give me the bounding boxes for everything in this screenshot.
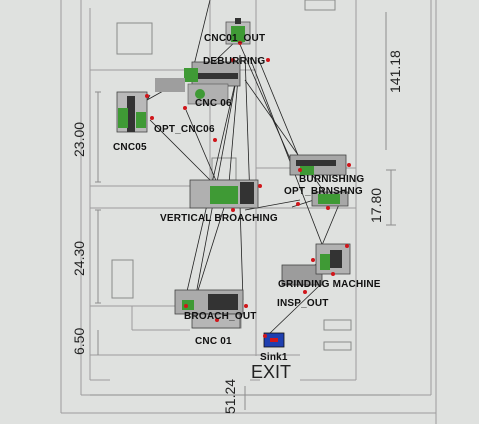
label-vertical-broaching: VERTICAL BROACHING [160,213,278,224]
machine-deburring[interactable] [155,61,241,92]
machine-broach-out[interactable] [174,289,244,315]
dimension-141-18: 141.18 [387,50,403,93]
machine-cnc05[interactable] [116,91,148,133]
exit-label: EXIT [251,362,292,382]
machine-sink1[interactable] [263,332,285,348]
label-cnc01-out: CNC01_OUT [204,33,266,44]
dimension-23-00: 23.00 [71,121,87,157]
label-cnc05: CNC05 [113,142,147,153]
dimension-lines [90,12,400,410]
dimension-24-30: 24.30 [71,240,87,276]
label-grinding-machine: GRINDING MACHINE [278,279,381,290]
label-cnc06: CNC 06 [195,98,232,109]
label-cnc01: CNC 01 [195,336,232,347]
machine-opt-brnshng[interactable] [311,191,349,207]
machine-grinding-machine[interactable] [281,243,351,286]
connector-ports [145,41,351,338]
label-sink1: Sink1 [260,352,288,363]
dimension-6-50: 6.50 [71,327,87,355]
label-broach-out: BROACH_OUT [184,311,257,322]
label-insp-out: INSP_OUT [277,298,329,309]
dimension-17-80: 17.80 [368,187,384,223]
dimension-51-24: 51.24 [222,378,238,414]
machine-cnc01-out[interactable] [225,18,251,45]
label-opt-cnc06: OPT_CNC06 [154,124,215,135]
label-deburring: DEBURRING [203,56,266,67]
label-burnishing: BURNISHING [299,174,365,185]
machine-vertical-broaching[interactable] [189,179,259,209]
machine-cnc06[interactable] [187,83,229,105]
machine-burnishing[interactable] [289,154,347,176]
label-opt-brnshng: OPT_BRNSHNG [284,186,363,197]
